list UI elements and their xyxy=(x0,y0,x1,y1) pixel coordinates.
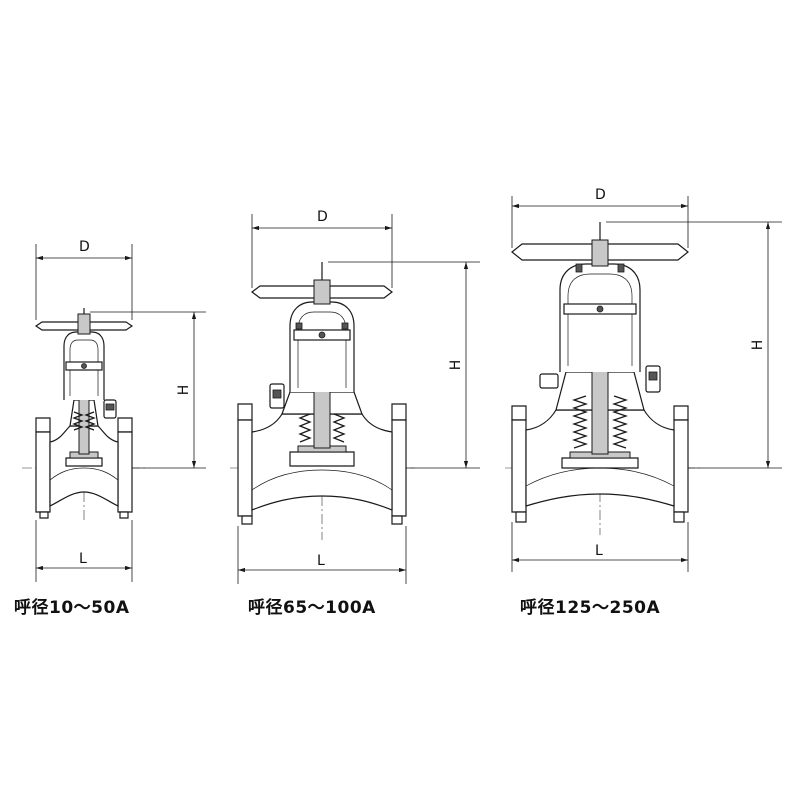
caption-small-valve: 呼径10〜50A xyxy=(14,598,130,618)
caption-large-valve: 呼径125〜250A xyxy=(520,598,661,618)
dim-label-l-small: L xyxy=(79,551,87,567)
caption-medium-valve: 呼径65〜100A xyxy=(248,598,376,618)
dim-label-h-small: H xyxy=(176,385,192,396)
dim-label-h-medium: H xyxy=(448,360,464,371)
valve-figure-large: D H L xyxy=(505,187,782,572)
dim-label-d-small: D xyxy=(79,239,90,255)
dim-label-d-large: D xyxy=(595,187,606,203)
dim-label-l-medium: L xyxy=(317,553,325,569)
valve-figure-medium: D H L xyxy=(230,209,480,584)
dim-label-h-large: H xyxy=(750,340,766,351)
dim-label-l-large: L xyxy=(595,543,603,559)
valve-figure-small: D H L xyxy=(22,239,206,582)
dim-label-d-medium: D xyxy=(317,209,328,225)
